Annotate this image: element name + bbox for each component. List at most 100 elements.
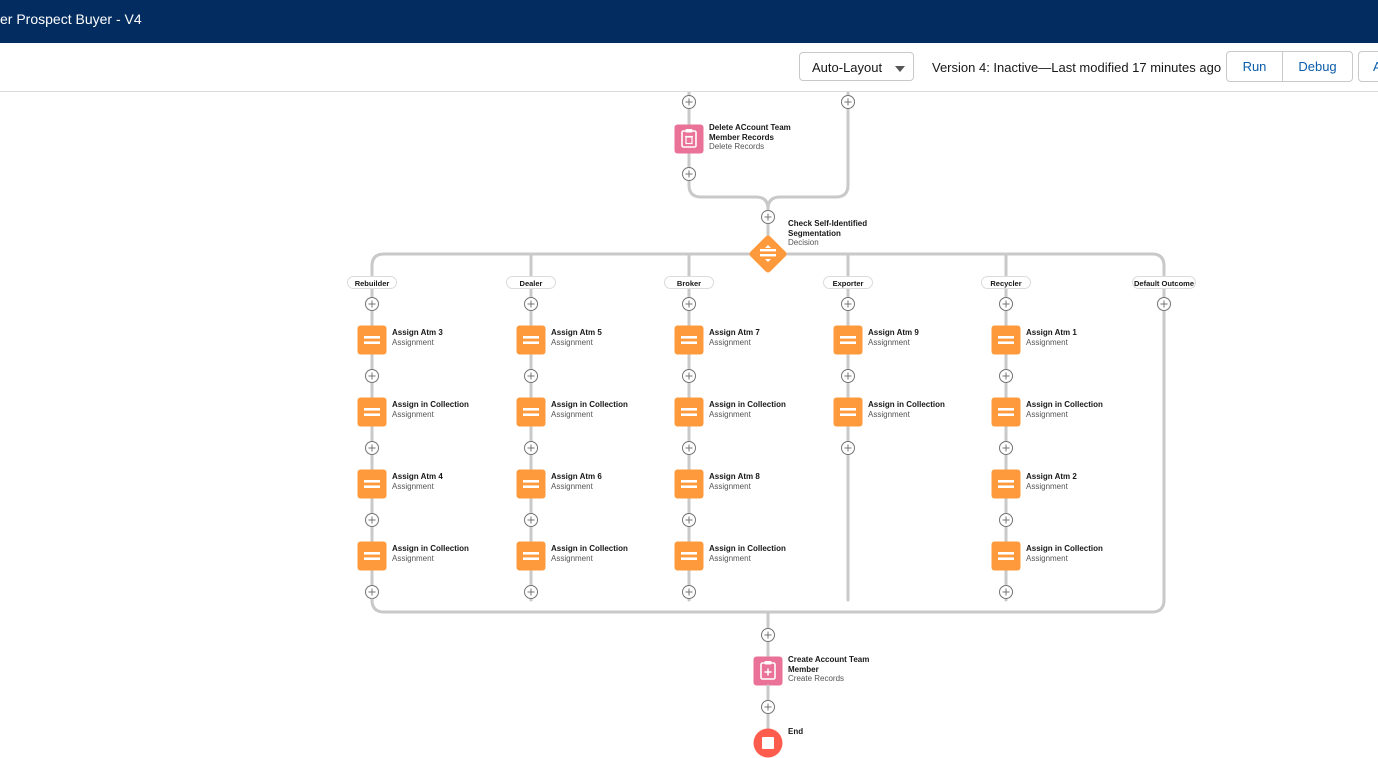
outcome-label-exporter[interactable]: Exporter bbox=[823, 276, 873, 289]
assignment-node[interactable] bbox=[991, 469, 1021, 499]
run-button[interactable]: Run bbox=[1226, 51, 1283, 82]
assignment-icon bbox=[523, 480, 539, 483]
node-type: Assignment bbox=[551, 337, 593, 347]
assignment-node[interactable] bbox=[357, 469, 387, 499]
debug-button[interactable]: Debug bbox=[1282, 51, 1353, 82]
node-title: Assign Atm 1 bbox=[1026, 328, 1077, 337]
node-title: Assign in Collection bbox=[551, 400, 628, 409]
decision-icon bbox=[760, 254, 776, 257]
node-type: Assignment bbox=[868, 337, 910, 347]
node-type: Assignment bbox=[1026, 337, 1068, 347]
assignment-icon bbox=[840, 408, 856, 411]
node-title: Assign Atm 7 bbox=[709, 328, 760, 337]
layout-dropdown-label: Auto-Layout bbox=[812, 60, 883, 75]
assignment-icon bbox=[364, 557, 380, 560]
node-type: Assignment bbox=[1026, 481, 1068, 491]
node-type: Decision bbox=[788, 238, 819, 247]
assignment-node[interactable] bbox=[516, 325, 546, 355]
assignment-node[interactable] bbox=[516, 469, 546, 499]
assignment-icon bbox=[523, 413, 539, 416]
node-title: Assign Atm 9 bbox=[868, 328, 919, 337]
assignment-node[interactable] bbox=[833, 325, 863, 355]
assignment-icon bbox=[998, 336, 1014, 339]
node-type: Assignment bbox=[392, 553, 434, 563]
node-title: Assign Atm 2 bbox=[1026, 472, 1077, 481]
node-type: Delete Records bbox=[709, 142, 765, 151]
assignment-icon bbox=[364, 480, 380, 483]
node-type: Assignment bbox=[709, 337, 751, 347]
assignment-node[interactable] bbox=[991, 325, 1021, 355]
assignment-icon bbox=[364, 408, 380, 411]
assignment-node[interactable] bbox=[674, 325, 704, 355]
decision-icon bbox=[765, 259, 771, 262]
node-type: Assignment bbox=[709, 409, 751, 419]
assignment-icon bbox=[681, 552, 697, 555]
app-header: er Prospect Buyer - V4 bbox=[0, 0, 1378, 43]
assignment-icon bbox=[364, 413, 380, 416]
assignment-icon bbox=[364, 485, 380, 488]
assignment-node[interactable] bbox=[674, 541, 704, 571]
clipboard-icon bbox=[685, 129, 693, 133]
assignment-icon bbox=[681, 408, 697, 411]
assignment-icon bbox=[998, 341, 1014, 344]
node-title: Assign in Collection bbox=[709, 544, 786, 553]
node-type: Assignment bbox=[868, 409, 910, 419]
assignment-icon bbox=[998, 413, 1014, 416]
node-type: Assignment bbox=[392, 337, 434, 347]
assignment-node[interactable] bbox=[516, 397, 546, 427]
assignment-icon bbox=[364, 552, 380, 555]
assignment-icon bbox=[998, 552, 1014, 555]
assignment-icon bbox=[840, 413, 856, 416]
outcome-label-rebuilder[interactable]: Rebuilder bbox=[347, 276, 397, 289]
node-type: Assignment bbox=[551, 481, 593, 491]
outcome-label-broker[interactable]: Broker bbox=[664, 276, 714, 289]
assignment-icon bbox=[364, 336, 380, 339]
node-title: Assign Atm 5 bbox=[551, 328, 602, 337]
node-title: End bbox=[788, 727, 804, 736]
assignment-node[interactable] bbox=[833, 397, 863, 427]
assignment-icon bbox=[998, 485, 1014, 488]
more-actions-button[interactable]: A bbox=[1358, 51, 1378, 82]
assignment-node[interactable] bbox=[674, 469, 704, 499]
node-title: Assign in Collection bbox=[1026, 400, 1103, 409]
assignment-node[interactable] bbox=[674, 397, 704, 427]
assignment-icon bbox=[681, 341, 697, 344]
node-title: Assign Atm 4 bbox=[392, 472, 443, 481]
assignment-icon bbox=[523, 552, 539, 555]
flow-title: er Prospect Buyer - V4 bbox=[0, 11, 142, 27]
node-type: Assignment bbox=[709, 553, 751, 563]
node-title: Assign Atm 6 bbox=[551, 472, 602, 481]
assignment-node[interactable] bbox=[357, 397, 387, 427]
assignment-node[interactable] bbox=[357, 541, 387, 571]
outcome-label-dealer[interactable]: Dealer bbox=[506, 276, 556, 289]
outcome-label-recycler[interactable]: Recycler bbox=[981, 276, 1031, 289]
delete-records-node[interactable] bbox=[674, 124, 704, 154]
assignment-node[interactable] bbox=[357, 325, 387, 355]
flow-diagram bbox=[357, 92, 1171, 758]
assignment-node[interactable] bbox=[516, 541, 546, 571]
assignment-icon bbox=[523, 485, 539, 488]
assignment-icon bbox=[681, 557, 697, 560]
node-title: Create Account Team Member bbox=[788, 655, 870, 674]
node-title: Assign in Collection bbox=[551, 544, 628, 553]
assignment-node[interactable] bbox=[991, 397, 1021, 427]
assignment-node[interactable] bbox=[991, 541, 1021, 571]
outcome-label-default-outcome[interactable]: Default Outcome bbox=[1132, 276, 1196, 289]
clipboard-icon bbox=[764, 661, 772, 665]
node-type: Create Records bbox=[788, 674, 845, 683]
layout-dropdown[interactable]: Auto-Layout bbox=[799, 52, 914, 81]
node-type: Assignment bbox=[1026, 553, 1068, 563]
